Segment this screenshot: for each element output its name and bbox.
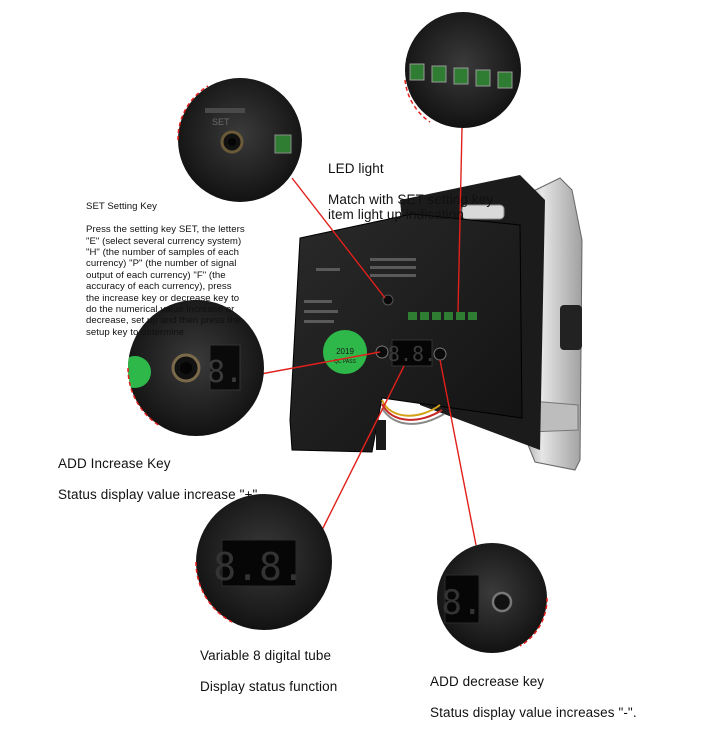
digital-tube-annotation: Variable 8 digital tube Display status f… [200,632,420,710]
digital-tube-display [391,339,433,367]
led-row [408,312,477,320]
device-panel [289,213,523,453]
display-digits: 8.8. [388,342,436,366]
zoom-led-light [404,12,521,128]
svg-text:SET: SET [212,117,230,127]
qc-pass-sticker: 2019 QC PASS [323,330,367,374]
zoom-set-key: SET [177,78,302,202]
digital-tube-body: Display status function [200,678,338,694]
add-increase-body: Status display value increase "+" [58,486,258,502]
zoom-add-decrease-key: 8. [437,543,548,653]
callout-add [249,351,381,377]
add-decrease-body: Status display value increases "-". [430,704,637,720]
add-increase-key [375,345,389,359]
callout-tube [321,365,405,531]
led-light-body: Match with SET setting key item light up… [328,191,494,223]
svg-text:2019: 2019 [336,347,354,356]
digital-tube-title: Variable 8 digital tube [200,647,332,663]
led-light-title: LED light [328,160,384,176]
callout-set [291,177,386,299]
top-metal-rod [461,204,505,220]
add-decrease-annotation: ADD decrease key Status display value in… [430,658,710,736]
set-key-annotation: SET Setting Key Press the setting key SE… [86,190,276,350]
led-light-annotation: LED light Match with SET setting key ite… [328,145,548,238]
callout-led [457,127,463,313]
set-key-title: SET Setting Key [86,201,157,213]
zoom-add-increase-key: 8. [127,300,264,436]
svg-text:QC PASS: QC PASS [334,359,357,365]
add-increase-annotation: ADD Increase Key Status display value in… [58,440,318,518]
callout-dec [439,359,477,546]
panel-printed-markings [304,258,416,323]
add-decrease-key [433,347,447,361]
coin-acceptor-device: 2019 QC PASS 8.8. [289,175,583,471]
coin-acceptor-photo: 2019 QC PASS 8.8. SET [127,12,583,653]
svg-text:8.: 8. [442,583,483,623]
svg-text:8.: 8. [207,355,243,390]
set-key-body: Press the setting key SET, the letters "… [86,224,245,338]
svg-text:8.8.: 8.8. [213,545,305,589]
add-decrease-title: ADD decrease key [430,673,545,689]
set-key [382,294,394,306]
callout-lines [249,127,477,546]
zoom-digital-tube: 8.8. [195,494,332,630]
add-increase-title: ADD Increase Key [58,455,171,471]
coin-return-lever [560,305,582,350]
